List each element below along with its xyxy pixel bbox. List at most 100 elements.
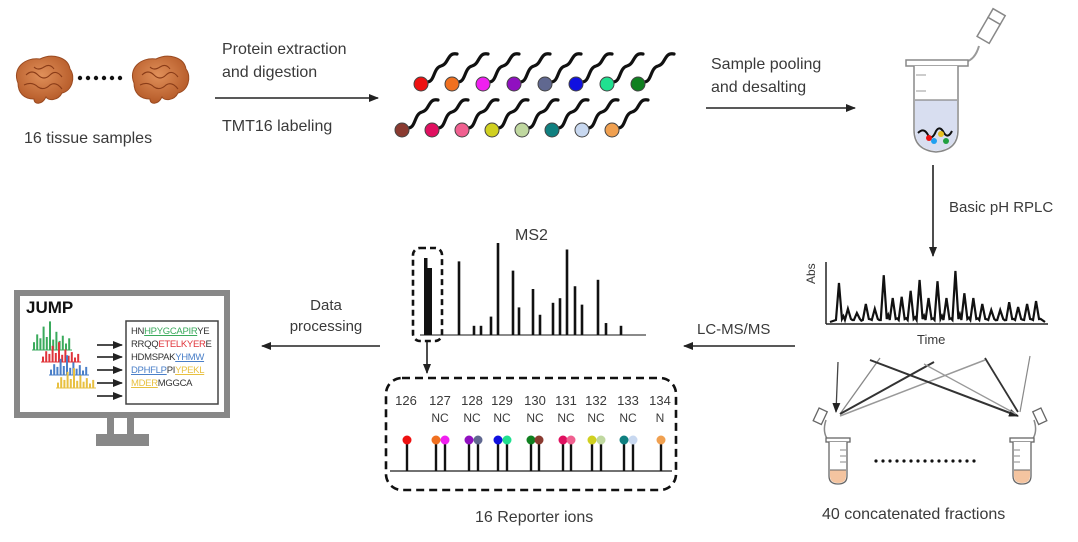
tmt-tag — [630, 76, 646, 92]
tmt-labeled-peptide — [424, 98, 470, 138]
sequence-segment: HN — [131, 326, 145, 337]
sequence-segment: ETELKYER — [158, 339, 206, 350]
tmt-labeled-peptide — [514, 98, 560, 138]
dot — [902, 459, 906, 463]
reporter-region-highlight — [411, 246, 444, 343]
fraction-tube-icon — [812, 407, 851, 485]
tmt-labeled-peptide — [454, 98, 500, 138]
dot — [972, 459, 976, 463]
tissue-samples-label: 16 tissue samples — [24, 130, 153, 147]
tmt-labeled-peptide — [413, 52, 459, 92]
tmt-tag — [599, 76, 615, 92]
tmt-tag — [424, 122, 440, 138]
peptide-chain — [526, 98, 560, 130]
peptide-sequence: MDERMGGCA — [131, 377, 221, 390]
reporter-channel-subtype: NC — [431, 411, 449, 425]
dot — [881, 459, 885, 463]
reporter-ion-tag — [656, 435, 666, 445]
reporter-channel-mass: 129 — [491, 393, 513, 408]
tmt-labeled-peptide — [599, 52, 645, 92]
ellipsis-dots — [77, 75, 123, 81]
reporter-ion-tag — [431, 435, 441, 445]
dot — [909, 459, 913, 463]
reporter-channel-subtype: NC — [619, 411, 637, 425]
reporter-channel-mass: 134 — [649, 393, 671, 408]
reporter-ions-label: 16 Reporter ions — [475, 509, 594, 526]
sequence-segment: MDER — [131, 378, 158, 389]
sequence-segment: YE — [197, 326, 210, 337]
dot — [944, 459, 948, 463]
sequence-segment: HDMSPAK — [131, 352, 176, 363]
chromatogram — [825, 262, 1048, 325]
tmt-tag — [506, 76, 522, 92]
reporter-channel-mass: 127 — [429, 393, 451, 408]
reporter-ion-tag — [534, 435, 544, 445]
ms2-title: MS2 — [515, 227, 548, 244]
reporter-channel-mass: 132 — [585, 393, 607, 408]
peptide-chain — [616, 98, 650, 130]
reporter-ion-tag — [628, 435, 638, 445]
chromatogram-trace — [829, 270, 1046, 324]
reporter-ion-tag — [473, 435, 483, 445]
reporter-ion-tag — [493, 435, 503, 445]
reporter-ion-tag — [526, 435, 536, 445]
peptide-chain — [456, 52, 490, 84]
tmt-labeled-peptide — [475, 52, 521, 92]
dot — [895, 459, 899, 463]
tmt-labeled-peptide — [444, 52, 490, 92]
reporter-ion-peaks — [402, 435, 666, 471]
pooled-sample-tube-icon — [905, 7, 1007, 153]
tmt-tag — [484, 122, 500, 138]
tmt-labeled-peptide — [544, 98, 590, 138]
reporter-channel-subtype: NC — [557, 411, 575, 425]
tmt-tag — [514, 122, 530, 138]
peptide-chain — [496, 98, 530, 130]
tmt-labeled-peptide — [604, 98, 650, 138]
reporter-ion-tag — [619, 435, 629, 445]
extraction-label-line2: and digestion — [222, 64, 318, 81]
reporter-channel-mass: 131 — [555, 393, 577, 408]
spectrum-to-sequence-arrows — [97, 341, 123, 400]
dot — [965, 459, 969, 463]
tmt-tag — [604, 122, 620, 138]
peptide-sequence: HNHPYGCAPIRYE — [131, 325, 221, 338]
jump-title: JUMP — [26, 298, 74, 317]
peptide-chain — [466, 98, 500, 130]
processing-label-line2: processing — [289, 318, 363, 335]
tmt-tag — [537, 76, 553, 92]
peptide-chain — [518, 52, 552, 84]
mini-spectrum — [49, 355, 89, 376]
reporter-ion-tag — [596, 435, 606, 445]
peptide-chain — [425, 52, 459, 84]
tmt-tag — [568, 76, 584, 92]
reporter-ion-tag — [558, 435, 568, 445]
tmt-labeled-peptide — [394, 98, 440, 138]
ellipsis-dots — [874, 459, 976, 463]
sequence-segment: YPEKL — [175, 365, 205, 376]
tmt-tag — [544, 122, 560, 138]
reporter-ion-peak — [427, 268, 432, 335]
tmt-tag — [574, 122, 590, 138]
tmt-tag — [444, 76, 460, 92]
peptide-chain — [549, 52, 583, 84]
fractions-label: 40 concatenated fractions — [822, 506, 1006, 523]
mini-spectra — [32, 321, 96, 389]
sequence-segment: HPYGCAPIR — [144, 326, 198, 337]
peptide-chain — [611, 52, 645, 84]
dot — [923, 459, 927, 463]
tmt-labeled-peptide — [537, 52, 583, 92]
processing-label-line1: Data — [310, 297, 342, 314]
tmt-tag — [454, 122, 470, 138]
mini-spectrum — [41, 342, 81, 363]
dot — [958, 459, 962, 463]
reporter-channel-subtype: N — [655, 411, 665, 425]
peptide-chain — [487, 52, 521, 84]
reporter-channel-mass: 128 — [461, 393, 483, 408]
tmt-tag — [475, 76, 491, 92]
peptide-chain — [586, 98, 620, 130]
peptide-sequence: HDMSPAKYHMW — [131, 351, 221, 364]
mini-spectrum — [56, 368, 96, 389]
extraction-label-line1: Protein extraction — [222, 41, 347, 58]
reporter-channel-mass: 133 — [617, 393, 639, 408]
